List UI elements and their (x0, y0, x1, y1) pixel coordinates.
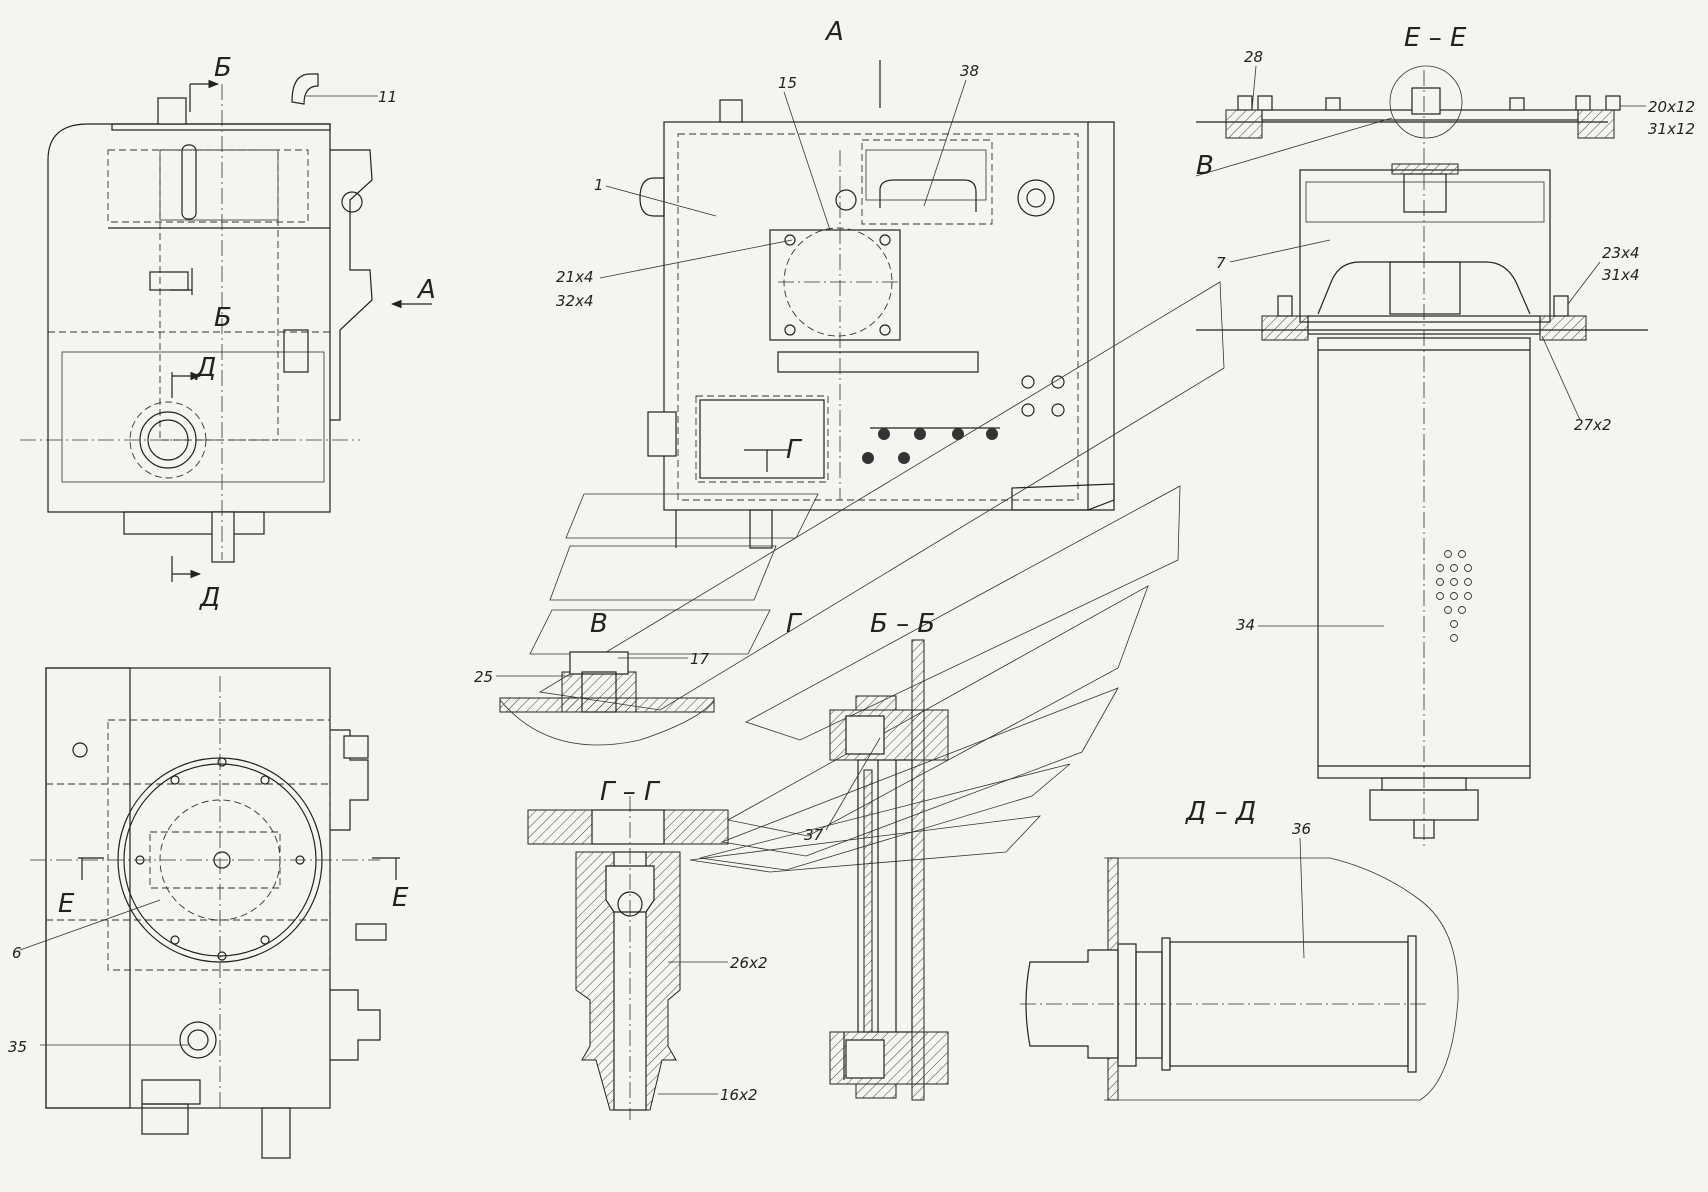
section-bb (829, 639, 949, 1101)
callout-1: 1 (594, 176, 604, 194)
callout-23x4: 23x4 (1602, 244, 1640, 262)
callout-21x4: 21x4 (556, 268, 594, 286)
section-gg-title: Г – Г (600, 777, 661, 807)
section-dd (1020, 857, 1459, 1101)
callout-32x4: 32x4 (556, 292, 594, 310)
detail-v-title: В (590, 609, 608, 639)
view-a (639, 60, 1115, 549)
section-dd-title: Д – Д (1185, 797, 1256, 827)
cut-mark-a-arrow: А (416, 275, 436, 305)
front-view-cut-marks (170, 79, 432, 582)
cut-mark-d-mid: Д (195, 353, 216, 383)
section-ee-title: Е – Е (1404, 23, 1467, 53)
callout-28: 28 (1244, 48, 1263, 66)
cut-mark-v-callout: В (1196, 151, 1214, 181)
front-view (20, 73, 373, 563)
section-ee (1195, 65, 1648, 850)
callout-31x4: 31x4 (1602, 266, 1640, 284)
cut-mark-e-left: Е (58, 889, 75, 919)
cut-mark-g-bottom: Г (786, 609, 803, 639)
callout-11: 11 (378, 88, 397, 106)
cut-mark-b-mid: Б (214, 303, 232, 333)
plan-view-cut-marks (19, 857, 400, 1046)
callout-34: 34 (1236, 616, 1255, 634)
callout-36: 36 (1292, 820, 1311, 838)
callout-17: 17 (690, 650, 710, 668)
callout-38: 38 (960, 62, 979, 80)
callout-6: 6 (12, 944, 22, 962)
callout-35: 35 (8, 1038, 27, 1056)
plan-view (30, 667, 387, 1159)
cut-mark-g-right: Г (786, 435, 803, 465)
ghost-overlay (529, 281, 1225, 873)
callout-16x2: 16x2 (720, 1086, 758, 1104)
callout-37: 37 (804, 826, 824, 844)
callout-31x12: 31x12 (1648, 120, 1695, 138)
callout-15: 15 (778, 74, 797, 92)
callout-7: 7 (1216, 254, 1226, 272)
cut-mark-e-right: Е (392, 883, 409, 913)
callout-27x2: 27x2 (1574, 416, 1612, 434)
view-a-title: А (824, 17, 844, 47)
callout-25: 25 (474, 668, 493, 686)
callout-26x2: 26x2 (730, 954, 768, 972)
section-bb-title: Б – Б (870, 609, 935, 639)
callout-20x12: 20x12 (1648, 98, 1695, 116)
section-gg (527, 796, 729, 1120)
cut-mark-d-bottom: Д (199, 583, 220, 613)
detail-v (499, 651, 715, 746)
cut-mark-b-top: Б (214, 53, 232, 83)
